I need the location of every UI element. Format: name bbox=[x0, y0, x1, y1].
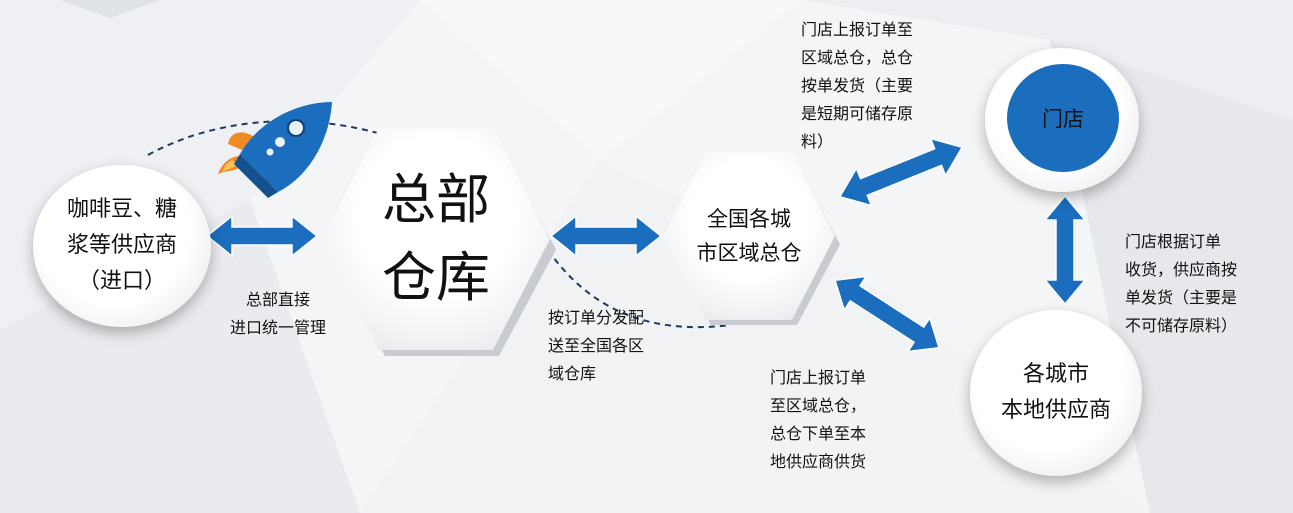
supplier-node-label: 咖啡豆、糖 浆等供应商 （进口） bbox=[66, 197, 177, 294]
local-supplier-label: 各城市 本地供应商 bbox=[1000, 362, 1111, 423]
double-arrow-store-local bbox=[1043, 194, 1087, 306]
hq-warehouse-label: 总部 仓库 bbox=[382, 168, 490, 309]
local-supplier-node: 各城市 本地供应商 bbox=[970, 310, 1142, 476]
store-node: 门店 bbox=[985, 48, 1139, 192]
store-node-fill: 门店 bbox=[1007, 64, 1119, 172]
store-node-label: 门店 bbox=[1042, 107, 1084, 131]
label-store-order: 门店上报订单至 区域总仓，总仓 按单发货（主要 是短期可储存原 料） bbox=[801, 20, 914, 151]
double-arrow-supplier-hq bbox=[205, 214, 319, 258]
double-arrow-warehouse-store bbox=[838, 137, 964, 207]
dashed-route-bottom bbox=[547, 249, 731, 329]
hq-warehouse-node: 总部 仓库 bbox=[322, 128, 556, 356]
label-local-order: 门店上报订单 至区域总仓， 总仓下单至本 地供应商供货 bbox=[770, 368, 867, 471]
regional-warehouse-node: 全国各城 市区域总仓 bbox=[663, 152, 840, 325]
supplier-node: 咖啡豆、糖 浆等供应商 （进口） bbox=[33, 165, 211, 327]
label-distribute: 按订单分发配 送至全国各区 域仓库 bbox=[548, 308, 645, 383]
double-arrow-hq-warehouse bbox=[549, 214, 663, 258]
label-hq-import: 总部直接 进口统一管理 bbox=[229, 290, 326, 337]
regional-warehouse-label: 全国各城 市区域总仓 bbox=[696, 207, 802, 265]
double-arrow-warehouse-local bbox=[834, 275, 940, 353]
label-store-receive: 门店根据订单 收货，供应商按 单发货（主要是 不可储存原料） bbox=[1125, 232, 1238, 335]
rocket-icon bbox=[218, 102, 332, 198]
